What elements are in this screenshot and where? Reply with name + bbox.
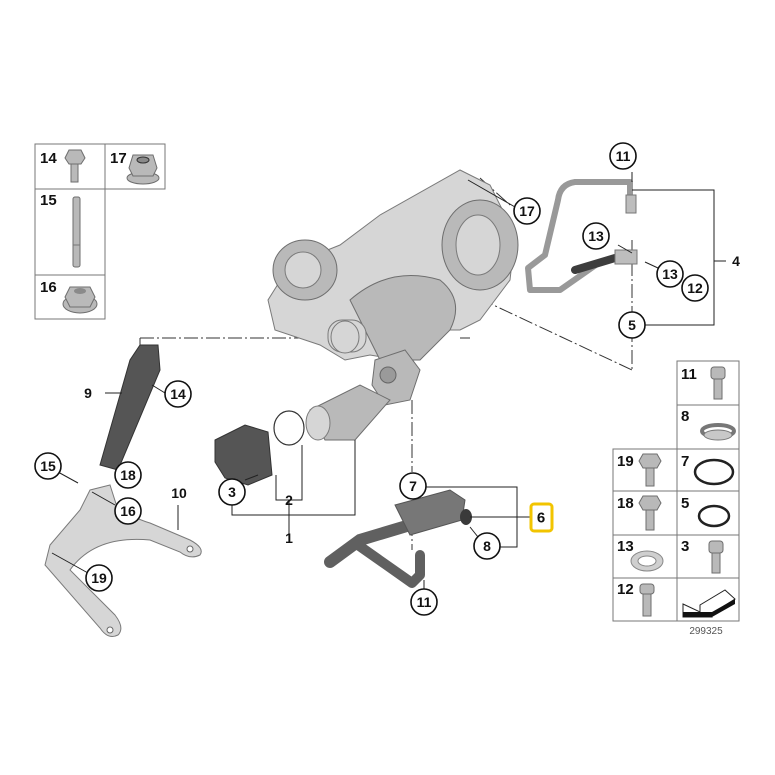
hose-clamp-icon: [700, 423, 736, 441]
callout-17[interactable]: 17: [513, 197, 541, 225]
svg-text:3: 3: [228, 484, 236, 500]
hex-bolt-19-icon: [638, 453, 662, 487]
callout-9[interactable]: 9: [84, 385, 92, 401]
grid-label-18: 18: [617, 495, 634, 512]
svg-text:18: 18: [120, 467, 136, 483]
grid-label-8: 8: [681, 408, 689, 425]
callout-14[interactable]: 14: [164, 380, 192, 408]
stud-icon: [72, 196, 81, 268]
svg-text:12: 12: [687, 280, 703, 296]
svg-text:4: 4: [732, 253, 740, 269]
reference-number: 299325: [689, 626, 723, 637]
callout-11-top[interactable]: 11: [609, 142, 637, 170]
svg-text:11: 11: [417, 594, 432, 610]
callout-11-bottom[interactable]: 11: [410, 588, 438, 616]
hex-nut-icon: [62, 286, 98, 314]
oil-feed-pipe: [525, 179, 638, 293]
grid-label-5: 5: [681, 495, 689, 512]
callout-6-highlighted[interactable]: 6: [529, 502, 554, 533]
flange-nut-icon: [126, 154, 160, 185]
turbocharger-body: [267, 169, 519, 441]
svg-text:17: 17: [519, 203, 535, 219]
grid-label-14: 14: [40, 150, 57, 167]
support-bracket-10: [44, 484, 202, 637]
svg-text:1: 1: [285, 530, 293, 546]
callout-12[interactable]: 12: [681, 274, 709, 302]
oil-return-pipe: [324, 489, 472, 588]
grid-label-16: 16: [40, 279, 57, 296]
callout-2[interactable]: 2: [285, 492, 293, 508]
svg-text:13: 13: [588, 228, 604, 244]
banjo-bolt-icon: [710, 366, 726, 400]
right-parts-grid: 11 8 19 7 18 5 13: [612, 360, 740, 637]
grid-label-17: 17: [110, 150, 127, 167]
callout-15[interactable]: 15: [34, 452, 62, 480]
grid-label-12: 12: [617, 581, 634, 598]
callout-5[interactable]: 5: [618, 311, 646, 339]
banjo-bolt-12-icon: [639, 583, 655, 617]
svg-text:6: 6: [537, 510, 545, 527]
svg-text:11: 11: [616, 148, 631, 164]
callout-4[interactable]: 4: [732, 253, 740, 269]
leader-lines: [51, 172, 726, 590]
svg-text:9: 9: [84, 385, 92, 401]
svg-text:15: 15: [40, 458, 56, 474]
callout-8[interactable]: 8: [473, 532, 501, 560]
direction-arrow-icon: [682, 589, 736, 618]
callout-13-lower[interactable]: 13: [656, 260, 684, 288]
svg-text:5: 5: [628, 317, 636, 333]
socket-head-screw-icon: [708, 540, 724, 574]
grid-label-13: 13: [617, 538, 634, 555]
svg-text:10: 10: [171, 485, 187, 501]
hex-bolt-18-icon: [638, 495, 662, 531]
callout-7[interactable]: 7: [399, 472, 427, 500]
callout-10[interactable]: 10: [171, 485, 187, 501]
o-ring-5-icon: [697, 504, 731, 528]
bracket-9: [99, 344, 161, 471]
callout-18[interactable]: 18: [114, 461, 142, 489]
svg-text:2: 2: [285, 492, 293, 508]
grid-label-11: 11: [681, 366, 697, 383]
flange-bolt-icon: [64, 149, 86, 183]
svg-text:14: 14: [170, 386, 186, 402]
callout-16[interactable]: 16: [114, 497, 142, 525]
callouts: 17 11 13 13 12 5 4 14 9: [34, 142, 740, 616]
grid-label-15: 15: [40, 192, 57, 209]
svg-text:16: 16: [120, 503, 136, 519]
svg-text:8: 8: [483, 538, 491, 554]
callout-3[interactable]: 3: [218, 478, 246, 506]
actuator-assembly: [214, 410, 305, 486]
grid-label-7: 7: [681, 453, 689, 470]
grid-label-3: 3: [681, 538, 689, 555]
grid-label-19: 19: [617, 453, 634, 470]
callout-1[interactable]: 1: [285, 530, 293, 546]
sealing-washer-icon: [630, 550, 664, 572]
o-ring-7-icon: [693, 458, 735, 486]
left-parts-grid: 14 17 15 16: [34, 143, 166, 320]
callout-19[interactable]: 19: [85, 564, 113, 592]
svg-text:7: 7: [409, 478, 417, 494]
svg-text:13: 13: [662, 266, 678, 282]
svg-text:19: 19: [91, 570, 107, 586]
callout-13-upper[interactable]: 13: [582, 222, 610, 250]
